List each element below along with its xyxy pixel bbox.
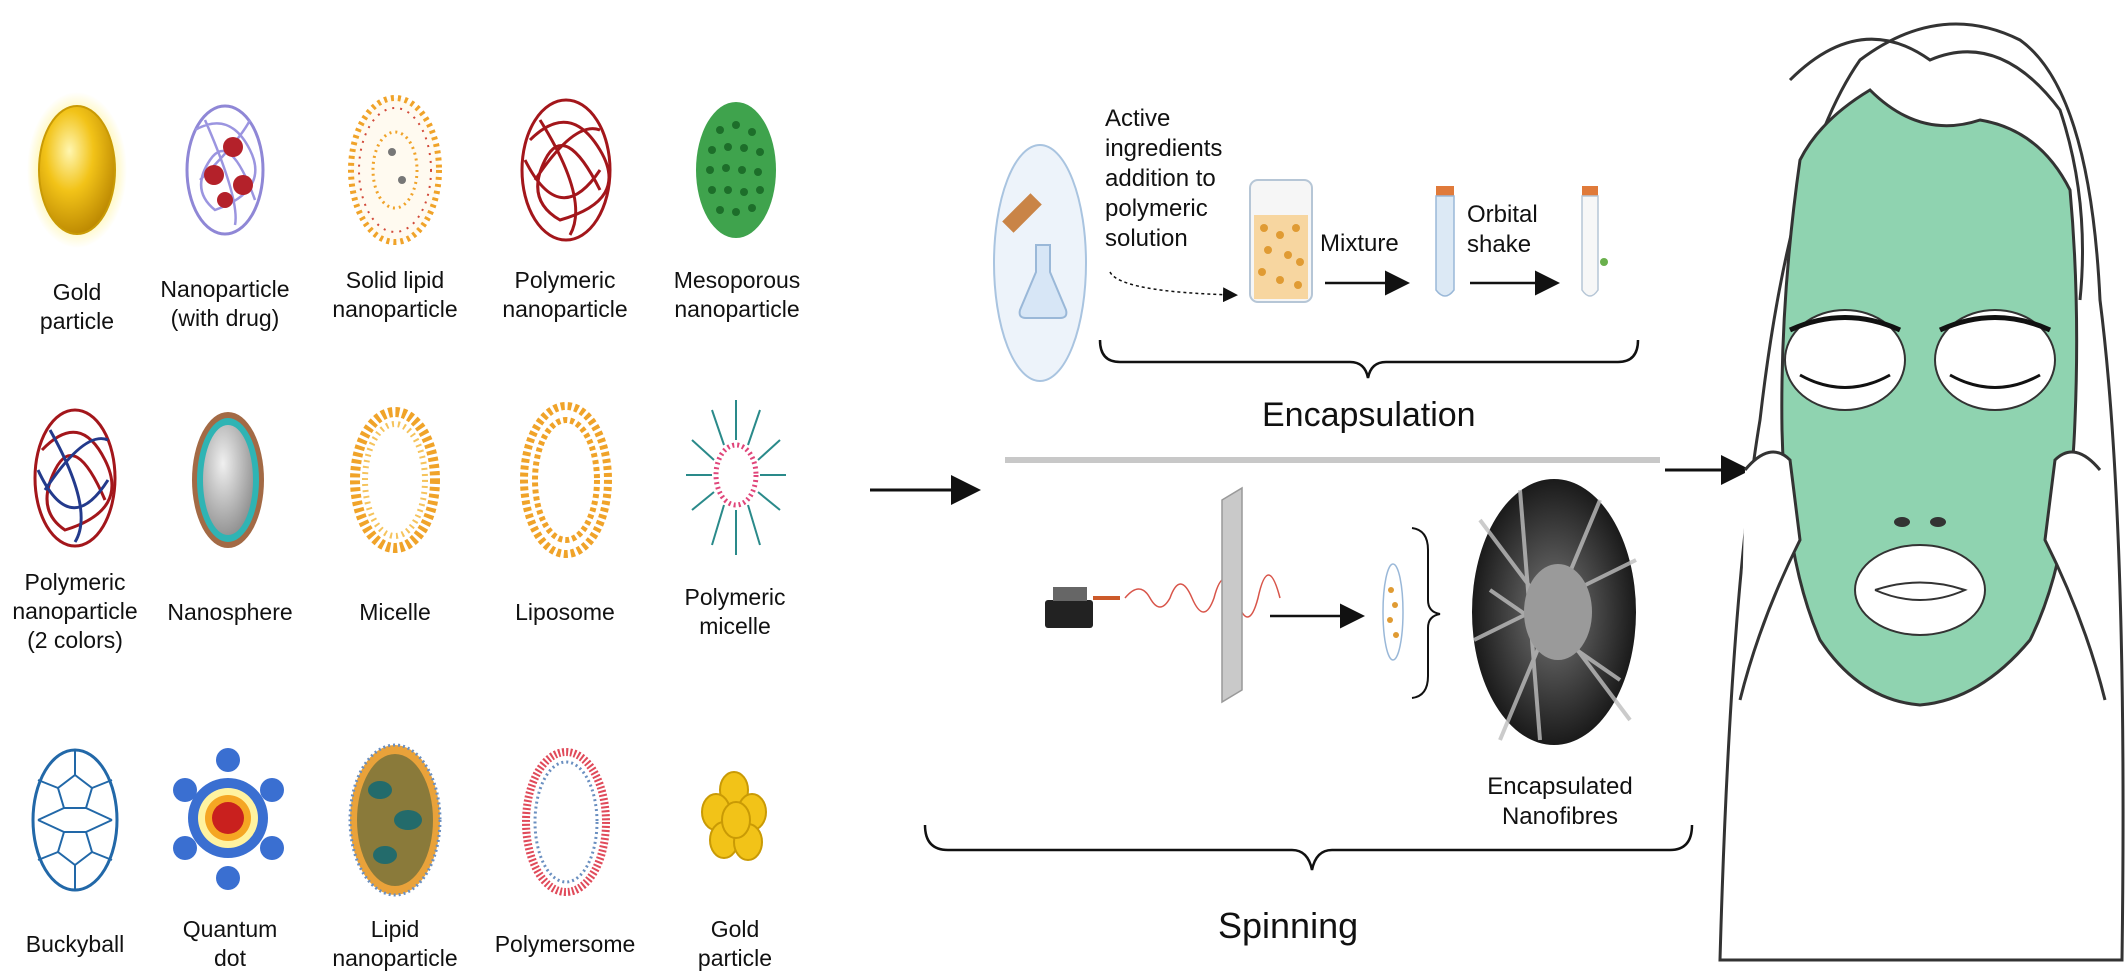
particle-label: Polymersome xyxy=(494,931,636,957)
collector-plate-icon xyxy=(1221,486,1243,704)
dotted-arrow xyxy=(1109,271,1238,303)
face-mask-icon xyxy=(1718,22,2125,962)
particle-label: Quantum dot xyxy=(182,916,278,971)
active-ingredients-label: Active ingredients addition to polymeric… xyxy=(1105,105,1223,252)
syringe-pump-icon xyxy=(1045,587,1120,628)
particle-label: Nanosphere xyxy=(167,599,293,625)
encapsulation-title: Encapsulation xyxy=(1262,396,1476,434)
fibre-sample-icon xyxy=(1382,563,1404,661)
particle-label: Micelle xyxy=(359,599,431,625)
particle-label: Polymeric nanoparticle (2 colors) xyxy=(12,569,138,653)
mixture-label: Mixture xyxy=(1320,230,1399,257)
particle-label: Gold particle xyxy=(39,279,115,334)
particle-label: Liposome xyxy=(515,599,615,625)
particle-label: Nanoparticle (with drug) xyxy=(160,276,290,331)
particle-label: Buckyball xyxy=(25,931,125,957)
encapsulation-brace xyxy=(1098,339,1640,379)
test-tube-icon xyxy=(1435,186,1455,297)
orbital-shake-label: Orbital shake xyxy=(1467,201,1538,258)
particle-label: Polymeric micelle xyxy=(684,584,786,639)
particle-label: Lipid nanoparticle xyxy=(332,916,458,971)
spray-cone-icon xyxy=(1124,574,1281,618)
particle-label: Polymeric nanoparticle xyxy=(502,267,628,322)
encapsulated-nanofibres-label: Encapsulated Nanofibres xyxy=(1487,773,1633,830)
particle-label: Gold particle xyxy=(697,916,773,971)
shaken-tube-icon xyxy=(1581,186,1608,297)
particle-label: Solid lipid nanoparticle xyxy=(332,267,458,322)
flask-icon xyxy=(993,144,1087,382)
sem-image-icon xyxy=(1472,479,1637,745)
particle-label: Mesoporous nanoparticle xyxy=(673,267,801,322)
fibre-brace xyxy=(1411,527,1441,699)
spinning-title: Spinning xyxy=(1218,905,1359,946)
